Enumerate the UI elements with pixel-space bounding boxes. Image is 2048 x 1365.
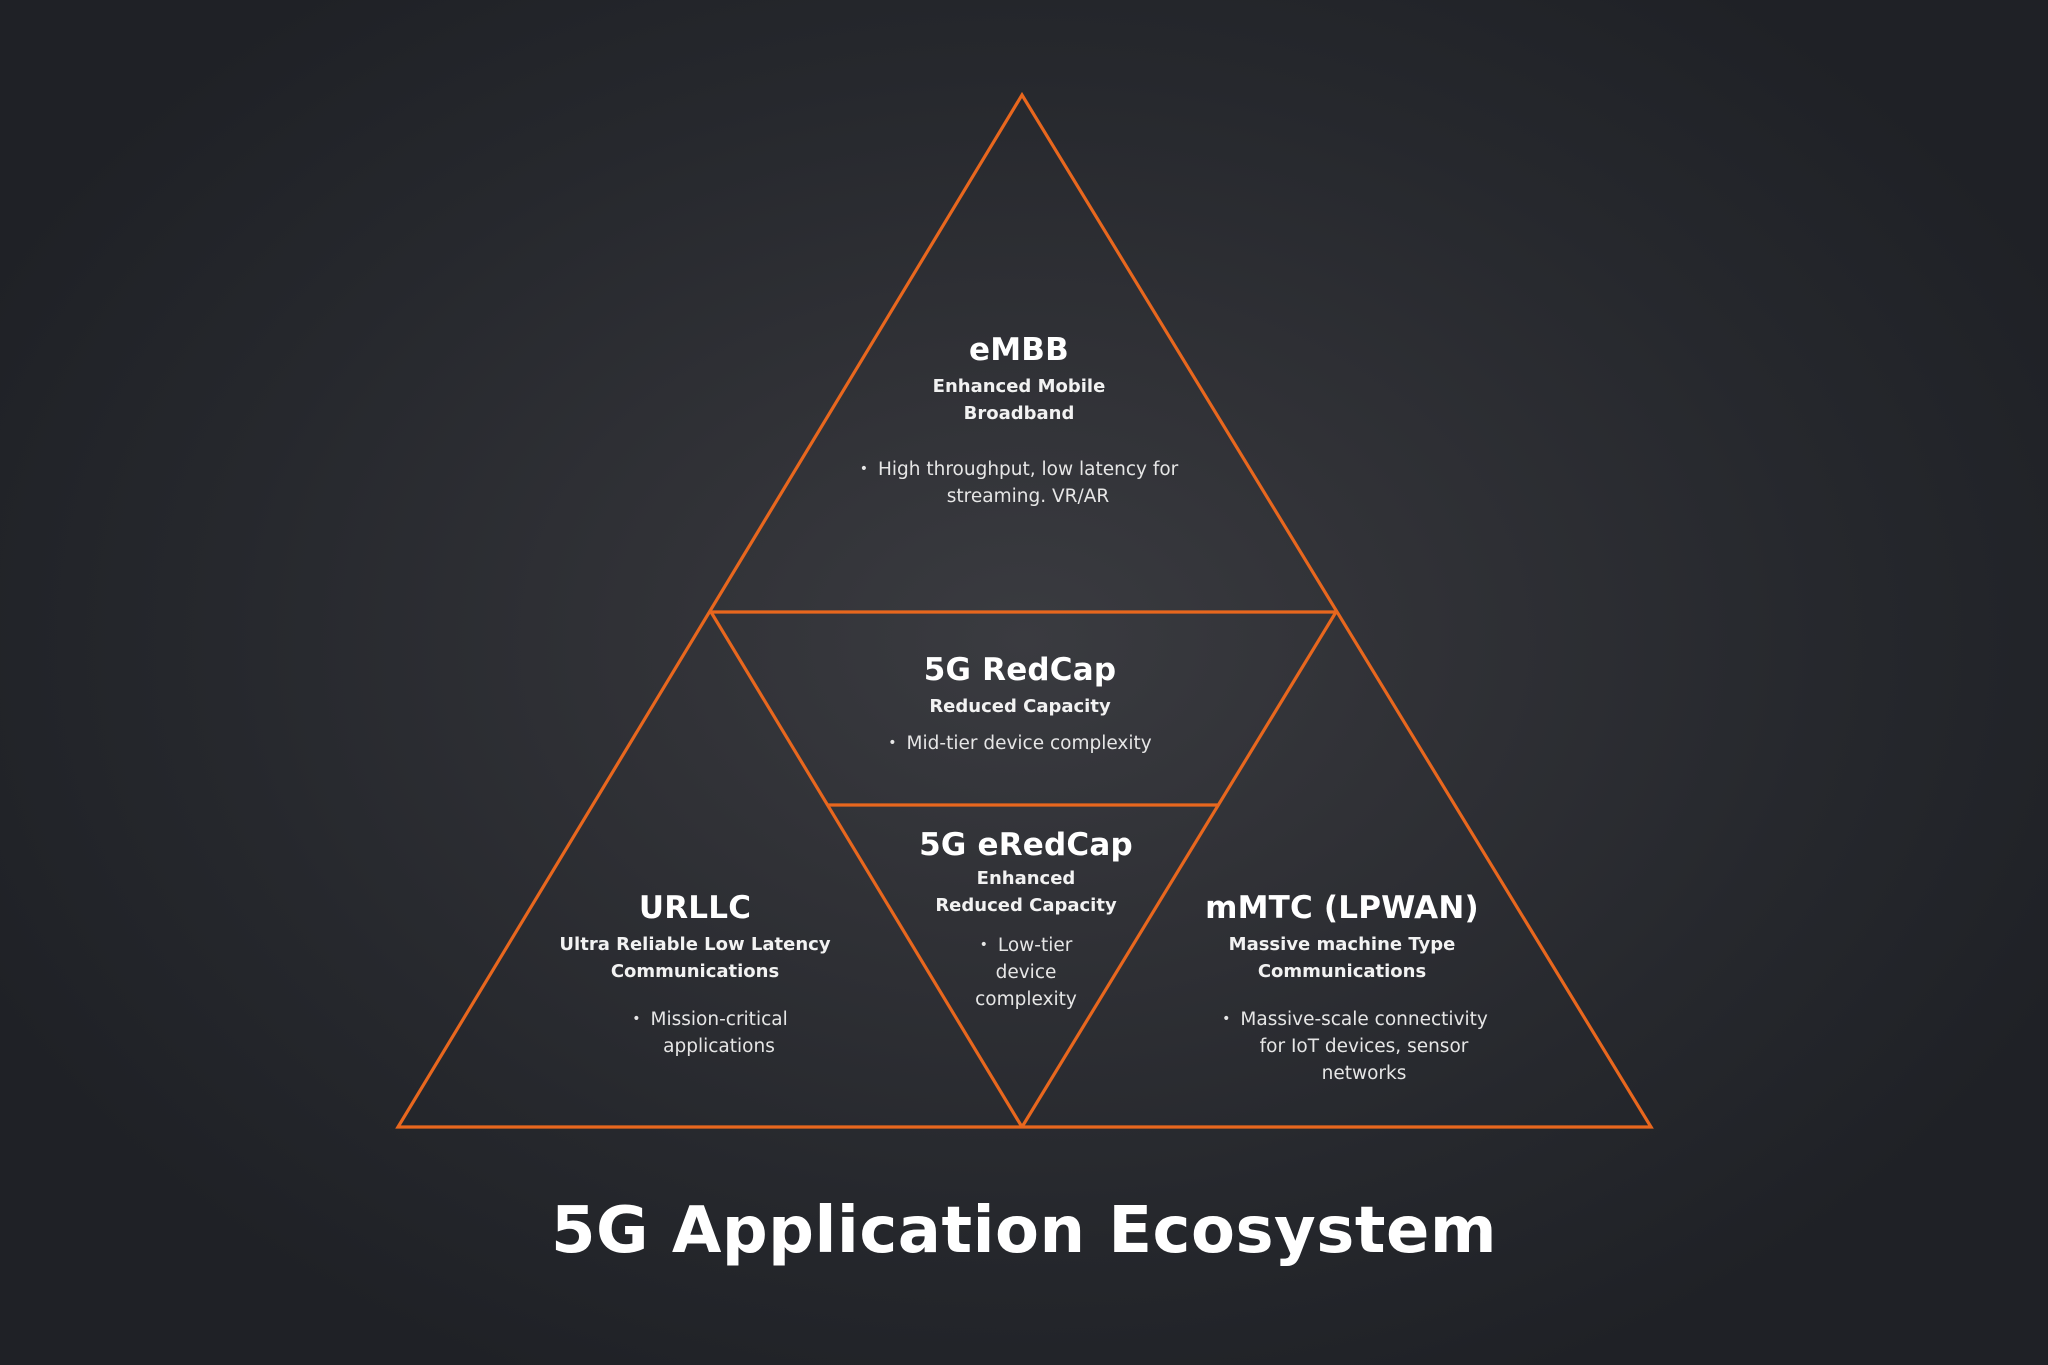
section-mmtc: mMTC (LPWAN) Massive machine Type Commun…: [1162, 888, 1522, 1087]
eredcap-subtitle-line2: Reduced Capacity: [935, 895, 1117, 916]
embb-subtitle-line2: Broadband: [963, 403, 1075, 424]
redcap-subtitle: Reduced Capacity: [929, 696, 1111, 717]
urllc-subtitle-line1: Ultra Reliable Low Latency: [559, 934, 831, 955]
embb-subtitle-line1: Enhanced Mobile: [932, 376, 1106, 397]
eredcap-bullet-line3: complexity: [975, 989, 1077, 1010]
outer-triangle: [395, 91, 1654, 1129]
mmtc-bullet-line1-wrap: • Massive-scale connectivity: [1188, 1006, 1522, 1033]
redcap-bullet-line1: Mid-tier device complexity: [906, 733, 1152, 754]
urllc-bullet-line2: applications: [663, 1036, 775, 1057]
embb-bullet: • High throughput, low latency for stream…: [809, 456, 1229, 510]
bullet-icon: •: [979, 937, 988, 953]
redcap-heading: 5G RedCap: [923, 652, 1117, 688]
section-embb: eMBB Enhanced Mobile Broadband • High thr…: [809, 330, 1229, 510]
embb-subtitle: Enhanced Mobile Broadband: [809, 373, 1229, 427]
mmtc-subtitle-line1: Massive machine Type: [1228, 934, 1456, 955]
redcap-bullet: • Mid-tier device complexity: [810, 730, 1230, 757]
section-eredcap: 5G eRedCap Enhanced Reduced Capacity • Lo…: [876, 825, 1176, 1013]
eredcap-heading: 5G eRedCap: [919, 827, 1133, 863]
eredcap-subtitle-line1: Enhanced: [976, 868, 1076, 889]
bullet-icon: •: [1222, 1011, 1231, 1027]
mmtc-bullet-line3: networks: [1321, 1063, 1407, 1084]
inner-left-edge: [709, 611, 1024, 1128]
mmtc-heading: mMTC (LPWAN): [1205, 890, 1479, 926]
eredcap-bullet-line2: device: [995, 962, 1057, 983]
eredcap-bullet: • Low-tier device complexity: [876, 932, 1176, 1013]
mmtc-bullet-line2: for IoT devices, sensor: [1259, 1036, 1469, 1057]
section-urllc: URLLC Ultra Reliable Low Latency Communi…: [525, 888, 865, 1060]
embb-bullet-line2: streaming. VR/AR: [946, 486, 1110, 507]
eredcap-bullet-line1: Low-tier: [997, 935, 1073, 956]
eredcap-subtitle: Enhanced Reduced Capacity: [876, 865, 1176, 919]
bullet-icon: •: [859, 461, 868, 477]
mmtc-bullet-line1: Massive-scale connectivity: [1240, 1009, 1488, 1030]
section-redcap: 5G RedCap Reduced Capacity • Mid-tier dev…: [810, 650, 1230, 757]
diagram-title: 5G Application Ecosystem: [550, 1194, 1498, 1268]
mmtc-subtitle: Massive machine Type Communications: [1162, 931, 1522, 985]
embb-heading: eMBB: [969, 332, 1069, 368]
urllc-bullet-line1-wrap: • Mission-critical: [555, 1006, 865, 1033]
urllc-bullet: • Mission-critical applications: [525, 1006, 865, 1060]
eredcap-bullet-line1-wrap: • Low-tier: [876, 932, 1176, 959]
urllc-subtitle: Ultra Reliable Low Latency Communication…: [525, 931, 865, 985]
urllc-subtitle-line2: Communications: [610, 961, 780, 982]
bullet-icon: •: [888, 735, 897, 751]
mmtc-bullet: • Massive-scale connectivity for IoT devi…: [1162, 1006, 1522, 1087]
embb-bullet-line1: High throughput, low latency for: [877, 459, 1179, 480]
urllc-heading: URLLC: [638, 890, 752, 926]
urllc-bullet-line1: Mission-critical: [650, 1009, 788, 1030]
mmtc-subtitle-line2: Communications: [1257, 961, 1427, 982]
bullet-icon: •: [632, 1011, 641, 1027]
inner-right-edge: [1020, 611, 1338, 1128]
embb-bullet-line1-wrap: • High throughput, low latency for: [809, 456, 1229, 483]
